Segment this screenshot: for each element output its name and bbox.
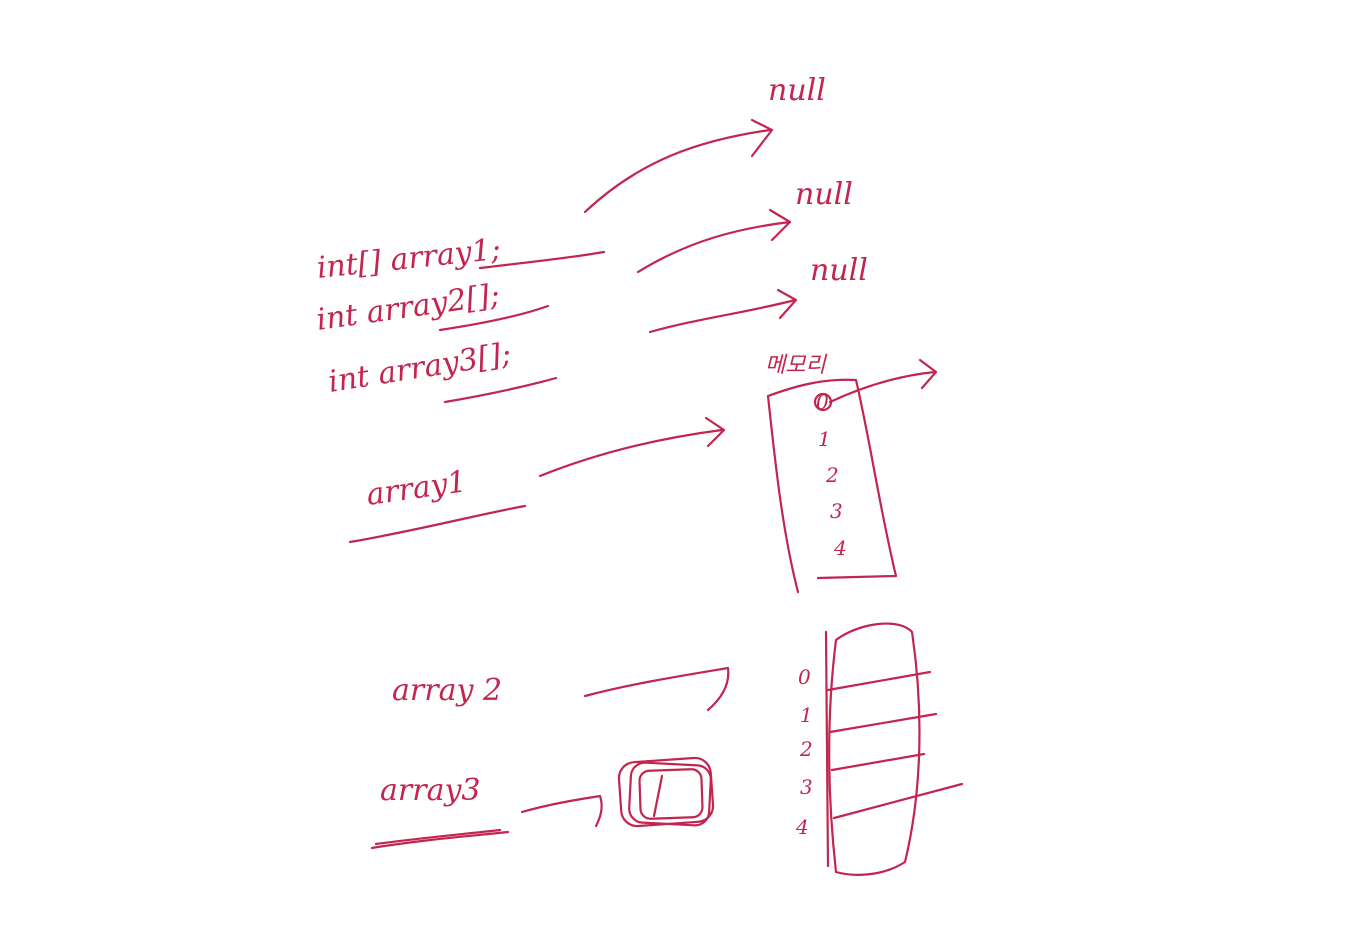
null-label-1: null xyxy=(768,73,826,108)
arrowhead-index0 xyxy=(918,358,938,390)
declaration-array2: int array2[]; xyxy=(314,278,502,338)
array1-index-4: 4 xyxy=(833,536,847,560)
arrow-to-null2 xyxy=(636,220,792,274)
arrowhead-null3 xyxy=(776,288,798,320)
array2-index-list: 0 1 2 3 4 xyxy=(795,665,813,839)
slot-line-2 xyxy=(830,752,926,772)
arrow-to-null1 xyxy=(583,128,772,214)
array2-index-1: 1 xyxy=(800,703,813,727)
reference-array1: array1 xyxy=(364,464,468,513)
declaration-array3: int array3[]; xyxy=(326,336,514,399)
array2-index-4: 4 xyxy=(795,815,809,839)
underline-ref-array3 xyxy=(370,830,510,850)
reference-array3: array3 xyxy=(380,773,481,808)
array1-index-1: 1 xyxy=(818,427,831,451)
array1-index-0: 0 xyxy=(816,390,829,414)
empty-box-slash xyxy=(652,774,664,818)
declaration-group: int[] array1; int array2[]; int array3[]… xyxy=(314,232,606,404)
null-arrows xyxy=(583,118,798,334)
arrowhead-array1 xyxy=(704,416,726,448)
underline-array1 xyxy=(478,250,606,270)
array1-memory: 메모리 0 1 2 3 4 xyxy=(765,353,938,594)
memory-label: 메모리 xyxy=(765,353,827,378)
arrow-to-null3 xyxy=(648,298,797,334)
array1-index-2: 2 xyxy=(825,463,839,487)
array2-index-3: 3 xyxy=(800,775,813,799)
slot-line-0 xyxy=(826,670,932,692)
underline-array2 xyxy=(438,304,550,332)
reference-array2: array 2 xyxy=(392,673,502,708)
underline-ref-array1 xyxy=(348,504,527,544)
array2-index-2: 2 xyxy=(799,737,813,761)
empty-array-box xyxy=(617,756,715,828)
array2-index-0: 0 xyxy=(798,665,811,689)
array2-left-guide xyxy=(824,630,830,868)
array1-index-3: 3 xyxy=(830,499,843,523)
arrowhead-null2 xyxy=(768,208,792,242)
null-label-2: null xyxy=(795,177,853,212)
memory-box-array1 xyxy=(766,378,898,594)
arrow-array1-to-memory xyxy=(538,428,724,478)
slot-line-1 xyxy=(828,712,938,734)
underline-array3 xyxy=(443,376,558,404)
array2-memory: 0 1 2 3 4 xyxy=(795,622,964,876)
memory-box-array2 xyxy=(828,622,921,876)
slot-line-3 xyxy=(832,782,964,820)
empty-box-core xyxy=(638,768,704,820)
null-label-3: null xyxy=(810,253,868,288)
array1-index-list: 0 1 2 3 4 xyxy=(816,390,847,560)
arrow-array2-to-memory xyxy=(583,666,730,712)
empty-box-inner xyxy=(628,761,712,827)
declaration-array1: int[] array1; xyxy=(315,232,502,286)
arrow-array3-to-box xyxy=(520,794,603,828)
arrowhead-null1 xyxy=(750,118,774,158)
arrow-from-index0 xyxy=(828,370,937,404)
underline-ref-array3-b xyxy=(374,828,502,846)
